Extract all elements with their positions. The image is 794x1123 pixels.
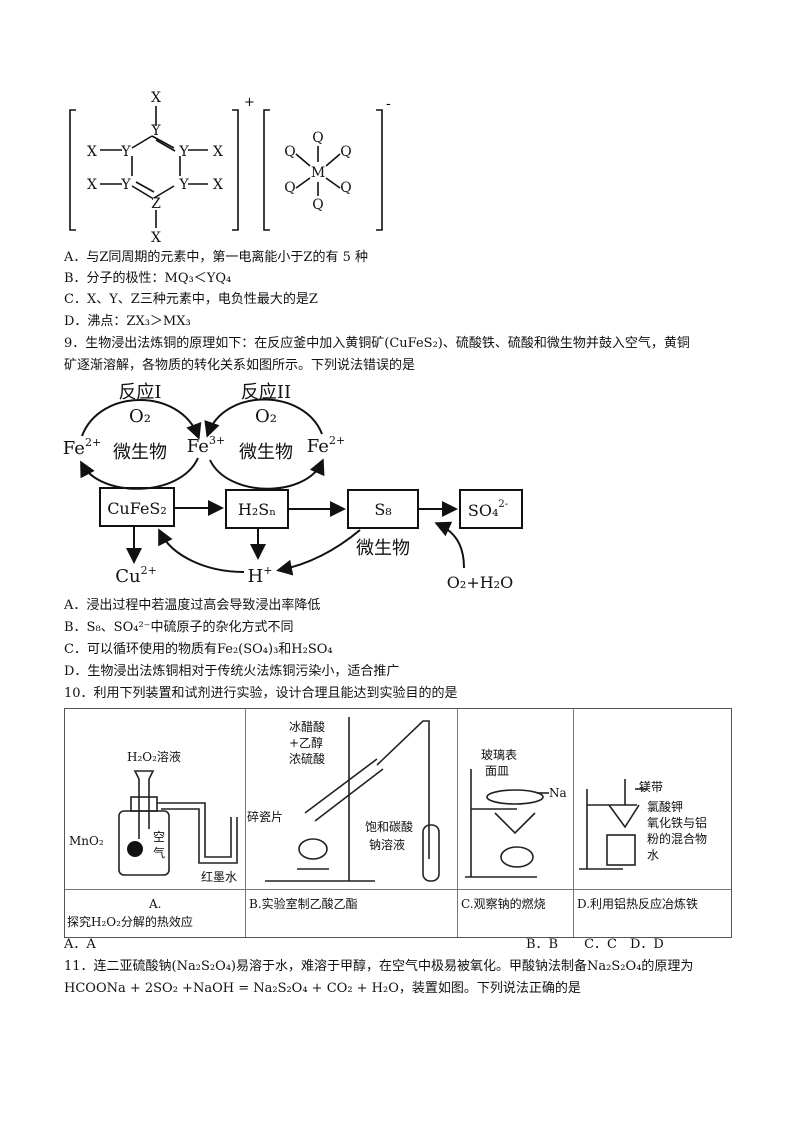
- q-atom: Q: [284, 144, 295, 160]
- option-c-description: C.观察钠的燃烧: [461, 897, 546, 911]
- x-atom: X: [87, 177, 97, 193]
- q9-option-a: A．浸出过程中若温度过高会导致浸出率降低: [64, 598, 321, 613]
- reaction-2-label: 反应II: [241, 382, 291, 403]
- cu2-label: Cu2+: [115, 564, 157, 587]
- chips-label: 碎瓷片: [247, 809, 283, 824]
- q-atom: Q: [340, 144, 351, 160]
- option-d-description: D.利用铝热反应冶炼铁: [577, 897, 699, 911]
- apparatus-d: 镁带 氯酸钾 氧化铁与铝 粉的混合物 水: [579, 779, 707, 870]
- cufes2-label: CuFeS₂: [107, 499, 167, 518]
- x-atom: X: [151, 230, 161, 246]
- h2o2-label: H₂O₂溶液: [127, 749, 181, 764]
- q-atom: Q: [312, 197, 323, 213]
- q-atom: Q: [312, 130, 323, 146]
- water-label: 水: [647, 848, 659, 862]
- mno2-label: MnO₂: [69, 834, 104, 848]
- y-atom: Y: [120, 144, 131, 160]
- q9-stem-line2: 矿逐渐溶解，各物质的转化关系如图所示。下列说法错误的是: [64, 358, 416, 373]
- kclo3-label: 氯酸钾: [647, 799, 683, 814]
- mg-ribbon-label: 镁带: [639, 780, 663, 794]
- mixture-label-1: 氧化铁与铝: [647, 815, 707, 830]
- o2-h2o-label: O₂+H₂O: [447, 573, 513, 592]
- q11-line1: 11．连二亚硫酸钠(Na₂S₂O₄)易溶于水，难溶于甲醇，在空气中极易被氧化。甲…: [64, 959, 694, 974]
- x-atom: X: [213, 177, 223, 193]
- apparatus-c: 玻璃表 面皿 Na: [465, 748, 567, 878]
- option-a-description: 探究H₂O₂分解的热效应: [67, 915, 193, 929]
- q10-answer-bcd: B．B C．C D．D: [526, 937, 664, 952]
- ethanol-label: +乙醇: [289, 735, 323, 750]
- x-atom: X: [87, 144, 97, 160]
- acetic-acid-label: 冰醋酸: [289, 719, 325, 734]
- option-a-label: A.: [149, 897, 162, 911]
- y-atom: Y: [150, 123, 161, 139]
- fe3-label: Fe3+: [187, 434, 225, 457]
- microbe-label: 微生物: [356, 538, 410, 559]
- y-atom: Y: [178, 144, 189, 160]
- s8-label: S₈: [374, 500, 391, 519]
- option-b-description: B.实验室制乙酸乙酯: [249, 897, 358, 911]
- q10-stem: 10．利用下列装置和试剂进行实验，设计合理且能达到实验目的的是: [64, 686, 458, 701]
- mixture-label-2: 粉的混合物: [647, 831, 707, 846]
- m-atom: M: [311, 165, 325, 181]
- so4-label: SO₄2-: [468, 499, 508, 520]
- q-atom: Q: [340, 180, 351, 196]
- q11-line2: HCOONa + 2SO₂ +NaOH = Na₂S₂O₄ + CO₂ + H₂…: [64, 981, 581, 996]
- anion-charge: -: [386, 96, 391, 112]
- fe2-label-left: Fe2+: [63, 436, 101, 459]
- o2-label: O₂: [129, 406, 151, 427]
- air-label-1: 空: [153, 830, 165, 844]
- sulfuric-label: 浓硫酸: [289, 751, 325, 766]
- hplus-label: H+: [248, 564, 273, 587]
- q8-option-b: B．分子的极性：MQ₃＜YQ₄: [64, 271, 232, 286]
- sat-label-1: 饱和碳酸: [365, 819, 413, 834]
- q8-option-a: A．与Z同周期的元素中，第一电离能小于Z的有 5 种: [64, 250, 368, 265]
- q-atom: Q: [284, 180, 295, 196]
- fe2-label-right: Fe2+: [307, 434, 345, 457]
- q10-answer-a: A．A: [64, 937, 96, 952]
- q8-option-d: D．沸点：ZX₃＞MX₃: [64, 314, 191, 329]
- sat-label-2: 钠溶液: [369, 837, 405, 852]
- watch-glass-label-2: 面皿: [485, 764, 509, 778]
- q10-apparatus-table: H₂O₂溶液 MnO₂ 空 气 红墨水 冰醋酸 +乙醇 浓硫酸 碎瓷片 饱和碳酸…: [64, 708, 732, 938]
- o2-label: O₂: [255, 406, 277, 427]
- q8-option-c: C．X、Y、Z三种元素中，电负性最大的是Z: [64, 292, 318, 307]
- microbe-label: 微生物: [239, 442, 293, 463]
- z-atom: Z: [151, 196, 161, 212]
- y-atom: Y: [120, 177, 131, 193]
- q8-structure-diagram: X Y Y Y Y Y Z X X X X X Q Q Q M Q Q Q + …: [69, 90, 391, 246]
- cation-charge: +: [244, 95, 255, 110]
- q9-stem-line1: 9．生物浸出法炼铜的原理如下：在反应釜中加入黄铜矿(CuFeS₂)、硫酸铁、硫酸…: [64, 336, 690, 351]
- y-atom: Y: [178, 177, 189, 193]
- watch-glass-label-1: 玻璃表: [481, 748, 517, 762]
- q9-option-d: D．生物浸出法炼铜相对于传统火法炼铜污染小，适合推广: [64, 664, 400, 679]
- na-label: Na: [549, 786, 567, 800]
- apparatus-a: H₂O₂溶液 MnO₂ 空 气 红墨水: [69, 749, 238, 884]
- air-label-2: 气: [153, 845, 165, 860]
- q9-option-b: B．S₈、SO₄²⁻中硫原子的杂化方式不同: [64, 620, 294, 635]
- reaction-1-label: 反应I: [118, 382, 161, 403]
- x-atom: X: [151, 90, 161, 106]
- microbe-label: 微生物: [113, 442, 167, 463]
- ink-label: 红墨水: [201, 869, 237, 884]
- x-atom: X: [213, 144, 223, 160]
- q9-bioleaching-diagram: 反应I O₂ 微生物 反应II O₂ 微生物 Fe2+ Fe3+ Fe2+ Cu…: [63, 382, 523, 592]
- q9-option-c: C．可以循环使用的物质有Fe₂(SO₄)₃和H₂SO₄: [64, 642, 333, 657]
- apparatus-b: 冰醋酸 +乙醇 浓硫酸 碎瓷片 饱和碳酸 钠溶液: [247, 717, 440, 882]
- h2sn-label: H₂Sₙ: [238, 500, 276, 519]
